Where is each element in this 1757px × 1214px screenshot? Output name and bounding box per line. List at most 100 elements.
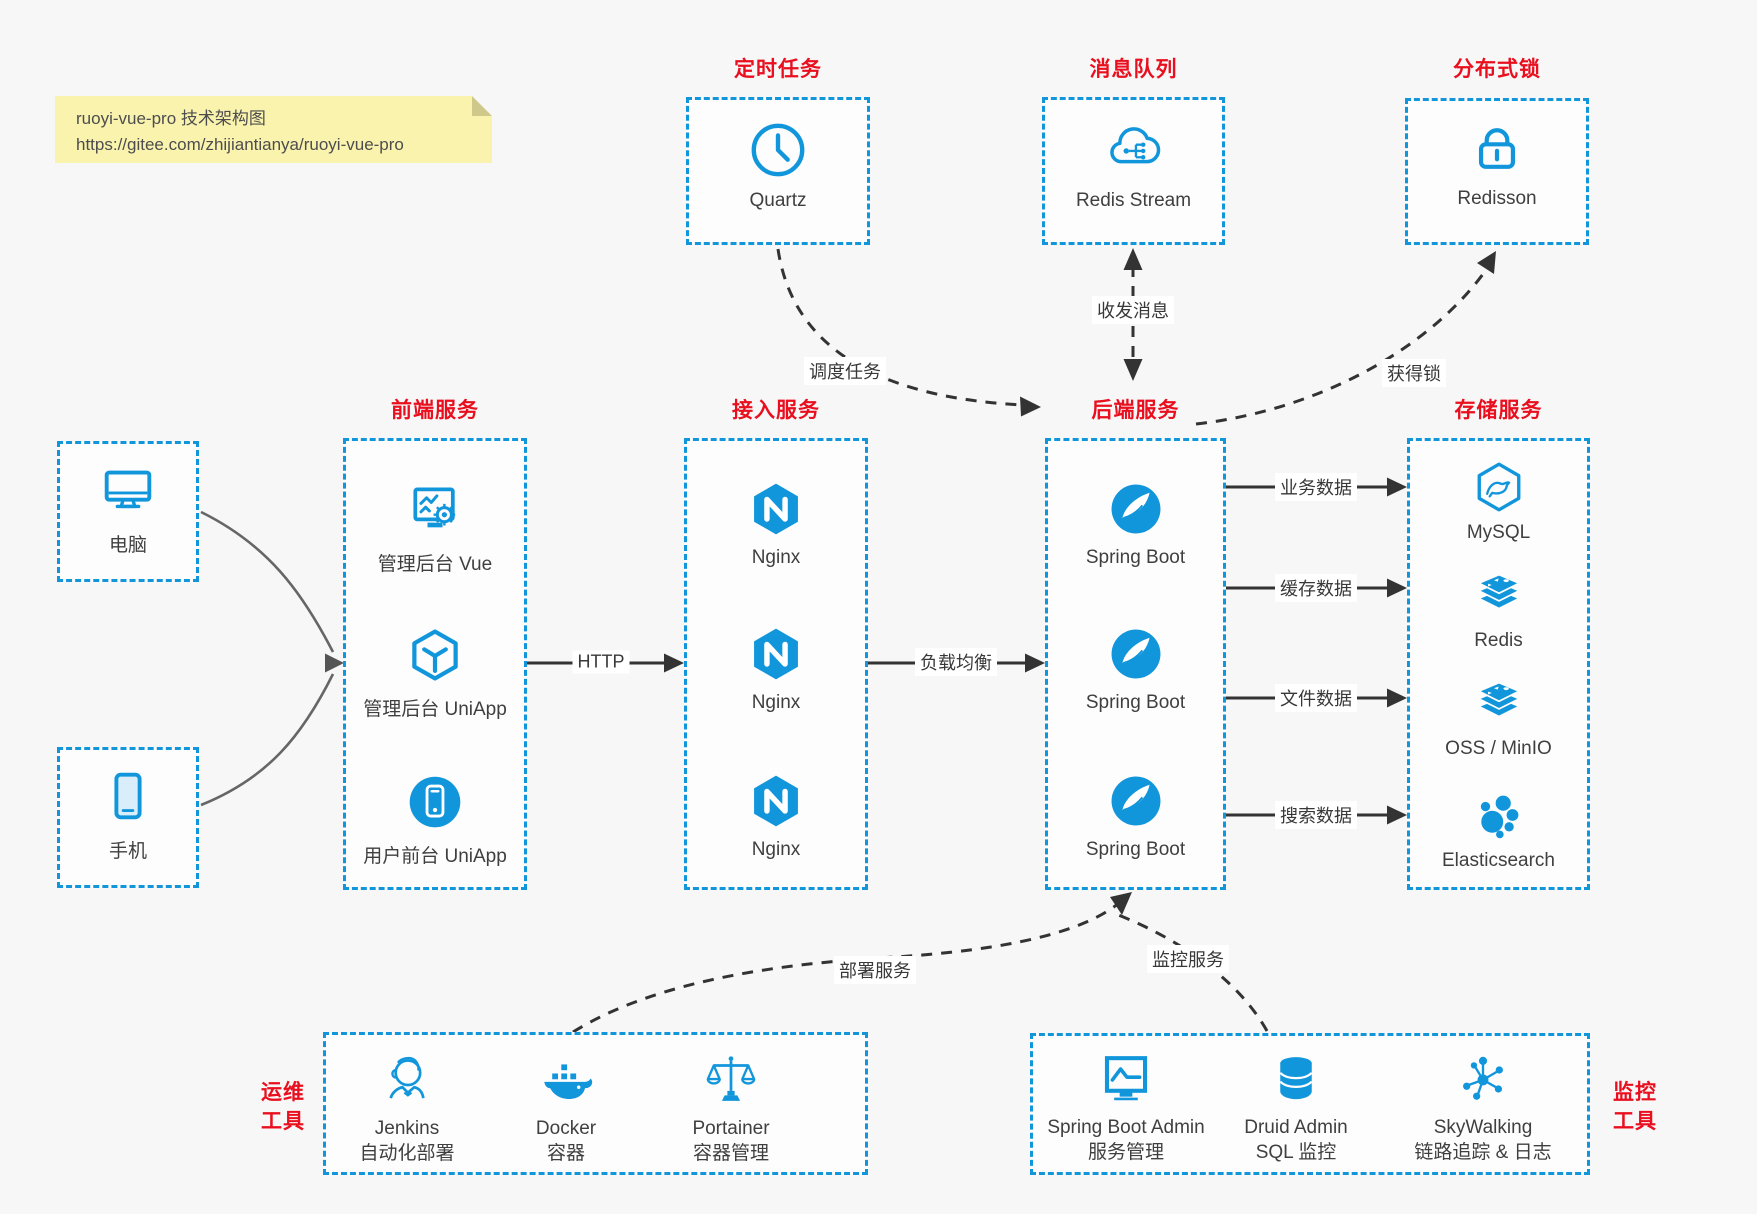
nginx-item-3: Nginx: [687, 772, 865, 861]
frontend-group-box: 管理后台 Vue 管理后台 UniApp 用户前台 UniApp: [343, 438, 527, 890]
nginx-item-2: Nginx: [687, 625, 865, 714]
druid-admin-item: Druid Admin SQL 监控: [1211, 1050, 1381, 1165]
mq-group-box: Redis Stream: [1042, 97, 1225, 245]
elasticsearch-icon: [1471, 788, 1527, 842]
druid-database-icon: [1268, 1050, 1324, 1108]
mysql-item: MySQL: [1410, 460, 1587, 544]
mysql-label: MySQL: [1466, 522, 1531, 543]
spring-boot-icon: [1107, 480, 1165, 538]
edge-label-deploy: 部署服务: [834, 956, 916, 984]
jenkins-name: Jenkins: [374, 1118, 440, 1139]
gateway-group-box: Nginx Nginx Nginx: [684, 438, 868, 890]
nginx-label-1: Nginx: [751, 547, 801, 568]
redis-icon: [1470, 568, 1528, 622]
arrowhead-message-up: [1123, 248, 1143, 270]
skywalking-name: SkyWalking: [1433, 1117, 1533, 1138]
ops-title-line1: 运维: [261, 1081, 305, 1104]
edge-label-http: HTTP: [572, 650, 630, 674]
computer-label: 电脑: [108, 535, 147, 556]
message-cloud-icon: [1102, 119, 1166, 181]
edge-label-file-data: 文件数据: [1275, 684, 1357, 712]
spring-boot-admin-item: Spring Boot Admin 服务管理: [1041, 1050, 1211, 1165]
quartz-label: Quartz: [749, 190, 807, 211]
storage-group-box: MySQL Redis OSS / MinIO Elasticsearch: [1407, 438, 1590, 890]
edge-label-cache-data: 缓存数据: [1275, 574, 1357, 602]
lock-icon: [1467, 119, 1527, 179]
oss-minio-label: OSS / MinIO: [1445, 738, 1552, 759]
edge-label-search-data: 搜索数据: [1275, 801, 1357, 829]
edge-label-load-balance: 负载均衡: [915, 648, 997, 676]
mq-group-title: 消息队列: [1089, 58, 1178, 81]
arrowhead-deploy: [1110, 892, 1132, 915]
monitoring-title-line1: 监控: [1613, 1081, 1657, 1104]
nginx-icon: [747, 625, 805, 683]
ops-tools-box: Jenkins 自动化部署 Docker 容器: [323, 1032, 868, 1175]
portainer-scales-icon: [702, 1051, 760, 1109]
spring-boot-admin-desc: 服务管理: [1087, 1142, 1164, 1164]
elasticsearch-item: Elasticsearch: [1410, 788, 1587, 872]
arrowhead-schedule: [1020, 396, 1041, 417]
monitoring-tools-title: 监控 工具: [1604, 1078, 1666, 1137]
vue-admin-icon: [405, 480, 465, 540]
phone-item: 手机: [60, 765, 196, 863]
arrowhead-business-data: [1387, 477, 1407, 497]
lock-group-title: 分布式锁: [1453, 58, 1541, 81]
spring-boot-label-3: Spring Boot: [1085, 839, 1186, 860]
spring-boot-label-1: Spring Boot: [1085, 547, 1186, 568]
redis-stream-item: Redis Stream: [1045, 119, 1222, 212]
redis-stream-label: Redis Stream: [1075, 190, 1192, 211]
spring-boot-item-1: Spring Boot: [1048, 480, 1223, 569]
jenkins-icon: [378, 1051, 436, 1109]
spring-boot-icon: [1107, 772, 1165, 830]
arrowhead-message-down: [1123, 359, 1143, 381]
backend-group-title: 后端服务: [1091, 399, 1180, 422]
portainer-name: Portainer: [692, 1118, 770, 1139]
spring-boot-item-3: Spring Boot: [1048, 772, 1223, 861]
edge-label-business-data: 业务数据: [1275, 473, 1357, 501]
docker-name: Docker: [535, 1118, 597, 1139]
spring-boot-item-2: Spring Boot: [1048, 625, 1223, 714]
portainer-desc: 容器管理: [692, 1143, 769, 1165]
phone-label: 手机: [108, 841, 147, 862]
redisson-item: Redisson: [1408, 119, 1586, 210]
edge-label-lock: 获得锁: [1382, 359, 1446, 387]
arrowhead-http: [664, 653, 684, 673]
oss-icon: [1470, 676, 1528, 730]
computer-client-box: 电脑: [57, 441, 199, 582]
redis-label: Redis: [1474, 630, 1523, 651]
scheduler-group-box: Quartz: [686, 97, 870, 245]
monitoring-title-line2: 工具: [1613, 1110, 1657, 1134]
user-uniapp-item: 用户前台 UniApp: [346, 772, 524, 868]
docker-icon: [535, 1051, 597, 1109]
nginx-icon: [747, 480, 805, 538]
quartz-item: Quartz: [689, 119, 867, 212]
storage-group-title: 存储服务: [1454, 399, 1543, 422]
jenkins-desc: 自动化部署: [359, 1143, 455, 1165]
arrowhead-load-balance: [1025, 653, 1045, 673]
frontend-group-title: 前端服务: [391, 399, 479, 422]
user-uniapp-label: 用户前台 UniApp: [363, 846, 507, 867]
arrowhead-lock: [1477, 251, 1496, 274]
arrowhead-frontend: [325, 653, 344, 673]
spring-boot-icon: [1107, 625, 1165, 683]
arrowhead-cache-data: [1387, 578, 1407, 598]
note-title: ruoyi-vue-pro 技术架构图: [76, 109, 266, 128]
docker-desc: 容器: [546, 1143, 585, 1165]
spring-boot-admin-name: Spring Boot Admin: [1047, 1117, 1205, 1138]
sticky-note: ruoyi-vue-pro 技术架构图 https://gitee.com/zh…: [55, 96, 492, 163]
portainer-item: Portainer 容器管理: [656, 1051, 806, 1166]
computer-item: 电脑: [60, 459, 196, 557]
edge-label-monitor: 监控服务: [1147, 945, 1229, 973]
elasticsearch-label: Elasticsearch: [1442, 850, 1555, 871]
oss-item: OSS / MinIO: [1410, 676, 1587, 760]
admin-uniapp-label: 管理后台 UniApp: [363, 699, 507, 720]
spring-boot-admin-icon: [1097, 1050, 1155, 1108]
user-app-icon: [405, 772, 465, 832]
skywalking-item: SkyWalking 链路追踪 & 日志: [1388, 1050, 1578, 1165]
redis-item: Redis: [1410, 568, 1587, 652]
spring-boot-label-2: Spring Boot: [1085, 692, 1186, 713]
edge-phone-frontend: [200, 673, 335, 807]
computer-icon: [97, 459, 159, 521]
arrowhead-search-data: [1387, 805, 1407, 825]
